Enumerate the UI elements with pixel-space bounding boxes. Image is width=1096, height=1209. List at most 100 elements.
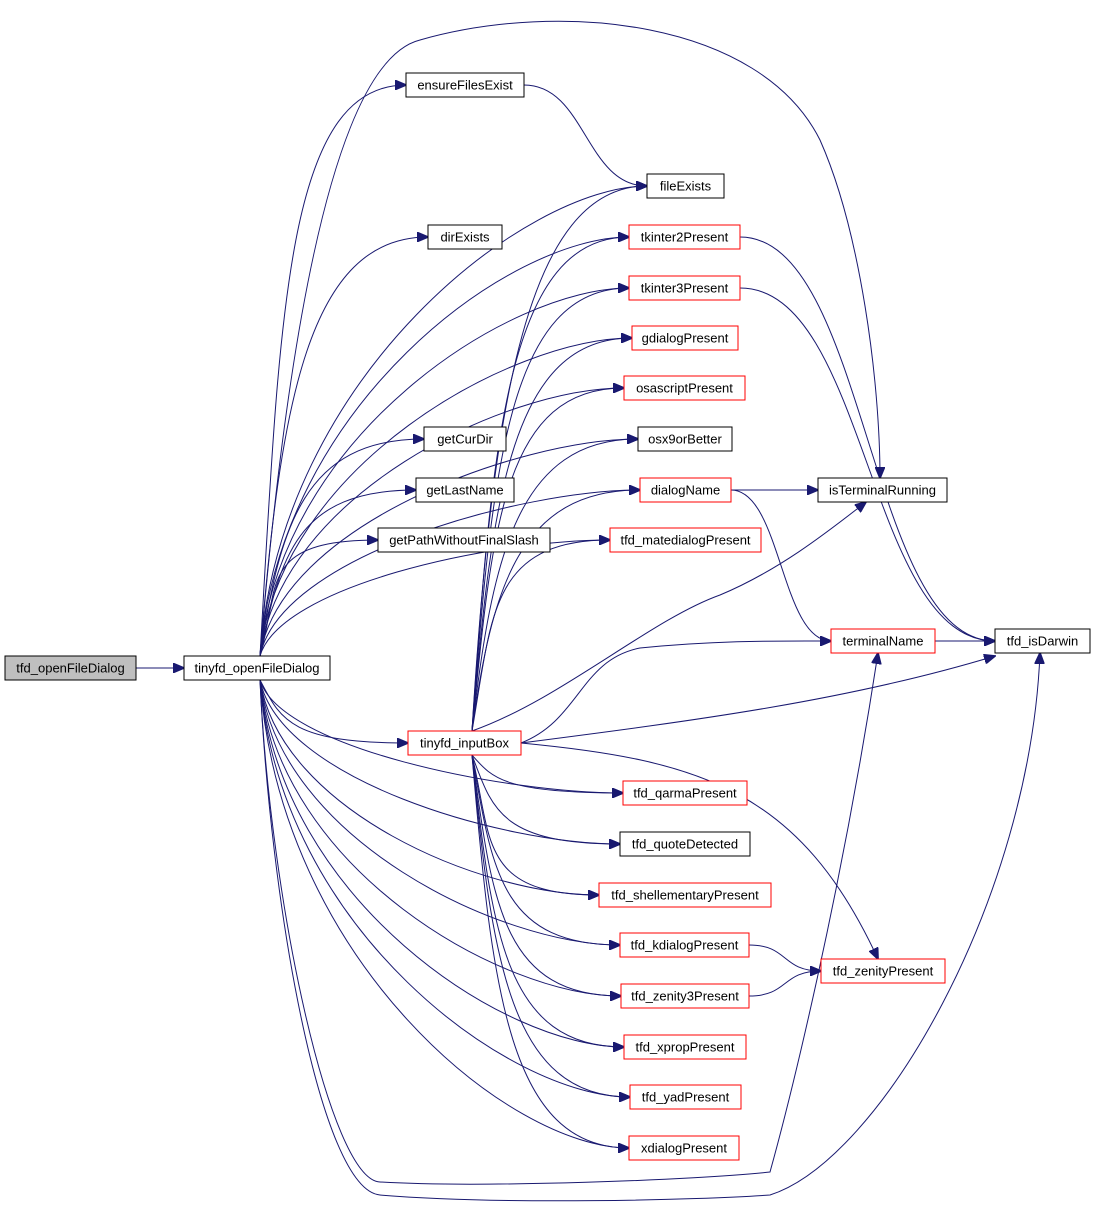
node-box: [830, 628, 936, 654]
edge-tinyfd-open-file-dialog-to-osascript-present: [259, 388, 624, 657]
node-file-exists[interactable]: fileExists: [646, 173, 725, 199]
edge-tinyfd-open-file-dialog-to-gdialog-present: [259, 338, 632, 657]
node-root: tfd_openFileDialog: [4, 655, 137, 681]
node-tfd-matedialog-present[interactable]: tfd_matedialogPresent: [609, 527, 762, 553]
node-label: fileExists: [660, 179, 712, 194]
node-box: [646, 173, 725, 199]
node-get-path-without-final-slash[interactable]: getPathWithoutFinalSlash: [377, 527, 551, 553]
node-label: tfd_yadPresent: [642, 1090, 730, 1105]
edge-tinyfd-open-file-dialog-to-tfd-yad-present: [259, 679, 630, 1097]
node-label: osascriptPresent: [636, 381, 733, 396]
edge-tinyfd-input-box-to-tkinter3-present: [471, 288, 629, 732]
edge-tinyfd-open-file-dialog-to-terminal-name: [259, 653, 878, 1185]
node-label: tfd_matedialogPresent: [620, 533, 750, 548]
edge-tinyfd-open-file-dialog-to-tkinter3-present: [259, 288, 629, 657]
node-label: isTerminalRunning: [829, 483, 936, 498]
edges-layer: [136, 20, 1040, 1202]
edge-tinyfd-input-box-to-terminal-name: [520, 641, 831, 744]
node-get-last-name[interactable]: getLastName: [415, 477, 515, 503]
node-box: [994, 628, 1091, 654]
node-box: [415, 477, 515, 503]
node-box: [639, 477, 732, 503]
node-label: tfd_quoteDetected: [632, 837, 738, 852]
edge-tinyfd-open-file-dialog-to-is-terminal-running: [259, 20, 880, 657]
node-box: [623, 1034, 747, 1060]
node-dialog-name[interactable]: dialogName: [639, 477, 732, 503]
node-tfd-zenity3-present[interactable]: tfd_zenity3Present: [620, 983, 750, 1009]
node-tinyfd-input-box[interactable]: tinyfd_inputBox: [407, 730, 522, 756]
node-osascript-present[interactable]: osascriptPresent: [623, 375, 746, 401]
node-box: [628, 224, 741, 250]
nodes-layer: tfd_openFileDialog tinyfd_openFileDialog e…: [4, 72, 1091, 1161]
edge-tinyfd-open-file-dialog-to-tfd-shellementary-present: [259, 679, 599, 895]
node-label: gdialogPresent: [642, 331, 729, 346]
node-label: getCurDir: [437, 432, 493, 447]
edge-tinyfd-open-file-dialog-to-tfd-kdialog-present: [259, 679, 620, 945]
node-label: tfd_kdialogPresent: [631, 938, 739, 953]
node-label: dirExists: [440, 230, 490, 245]
node-tfd-is-darwin[interactable]: tfd_isDarwin: [994, 628, 1091, 654]
node-is-terminal-running[interactable]: isTerminalRunning: [817, 477, 948, 503]
edge-tinyfd-open-file-dialog-to-dir-exists: [259, 237, 428, 657]
node-label: xdialogPresent: [641, 1141, 727, 1156]
edge-tinyfd-input-box-to-tfd-matedialog-present: [471, 540, 610, 732]
edge-tinyfd-open-file-dialog-to-tfd-matedialog-present: [259, 540, 610, 657]
node-tfd-xprop-present[interactable]: tfd_xpropPresent: [623, 1034, 747, 1060]
node-terminal-name[interactable]: terminalName: [830, 628, 936, 654]
node-get-cur-dir[interactable]: getCurDir: [423, 426, 507, 452]
node-osx9or-better[interactable]: osx9orBetter: [637, 426, 733, 452]
edge-tinyfd-open-file-dialog-to-get-cur-dir: [259, 439, 424, 657]
node-box: [628, 275, 741, 301]
node-box: [817, 477, 948, 503]
node-tfd-shellementary-present[interactable]: tfd_shellementaryPresent: [598, 882, 772, 908]
node-tkinter3-present[interactable]: tkinter3Present: [628, 275, 741, 301]
node-tfd-kdialog-present[interactable]: tfd_kdialogPresent: [619, 932, 750, 958]
node-tkinter2-present[interactable]: tkinter2Present: [628, 224, 741, 250]
node-label: tfd_qarmaPresent: [633, 786, 737, 801]
node-tinyfd-open-file-dialog[interactable]: tinyfd_openFileDialog: [183, 655, 331, 681]
edge-tinyfd-input-box-to-tfd-kdialog-present: [471, 754, 620, 945]
edge-tinyfd-open-file-dialog-to-tfd-xprop-present: [259, 679, 624, 1047]
node-box: [820, 958, 946, 984]
node-tfd-quote-detected[interactable]: tfd_quoteDetected: [619, 831, 751, 857]
node-box: [628, 1135, 740, 1161]
node-xdialog-present[interactable]: xdialogPresent: [628, 1135, 740, 1161]
node-label: tkinter3Present: [641, 281, 729, 296]
node-dir-exists[interactable]: dirExists: [427, 224, 503, 250]
node-label: osx9orBetter: [648, 432, 722, 447]
edge-tfd-kdialog-present-to-tfd-zenity-present: [748, 944, 821, 971]
node-label: tfd_shellementaryPresent: [611, 888, 759, 903]
edge-tfd-zenity3-present-to-tfd-zenity-present: [748, 971, 821, 997]
edge-tinyfd-input-box-to-tfd-shellementary-present: [471, 754, 599, 895]
edge-tinyfd-open-file-dialog-to-file-exists: [259, 186, 647, 657]
node-label: tfd_zenity3Present: [631, 989, 739, 1004]
node-label: dialogName: [651, 483, 720, 498]
node-box: [622, 780, 748, 806]
node-gdialog-present[interactable]: gdialogPresent: [631, 325, 739, 351]
edge-tkinter2-present-to-tfd-is-darwin: [739, 236, 995, 641]
edge-tinyfd-input-box-to-tkinter2-present: [471, 237, 629, 732]
node-label: tfd_openFileDialog: [16, 661, 124, 676]
edge-tinyfd-input-box-to-osx9or-better: [471, 439, 638, 732]
edge-tinyfd-open-file-dialog-to-get-path-without-final-slash: [259, 540, 378, 657]
edge-ensure-files-exist-to-file-exists: [523, 84, 647, 186]
node-box: [623, 375, 746, 401]
edge-tinyfd-input-box-to-tfd-is-darwin: [520, 656, 995, 744]
edge-tinyfd-open-file-dialog-to-tinyfd-input-box: [259, 679, 408, 743]
edge-tinyfd-input-box-to-is-terminal-running: [471, 502, 866, 732]
node-box: [637, 426, 733, 452]
edge-tinyfd-open-file-dialog-to-ensure-files-exist: [259, 85, 406, 657]
edge-tinyfd-open-file-dialog-to-tfd-quote-detected: [259, 679, 620, 844]
node-box: [598, 882, 772, 908]
node-ensure-files-exist[interactable]: ensureFilesExist: [405, 72, 525, 98]
node-tfd-zenity-present[interactable]: tfd_zenityPresent: [820, 958, 946, 984]
node-tfd-yad-present[interactable]: tfd_yadPresent: [629, 1084, 742, 1110]
node-box: [377, 527, 551, 553]
node-tfd-qarma-present[interactable]: tfd_qarmaPresent: [622, 780, 748, 806]
edge-tinyfd-input-box-to-tfd-zenity3-present: [471, 754, 621, 996]
node-box: [631, 325, 739, 351]
node-box: [620, 983, 750, 1009]
edge-tinyfd-input-box-to-tfd-yad-present: [471, 754, 630, 1097]
node-label: getLastName: [426, 483, 503, 498]
edge-tinyfd-open-file-dialog-to-xdialog-present: [259, 679, 629, 1148]
